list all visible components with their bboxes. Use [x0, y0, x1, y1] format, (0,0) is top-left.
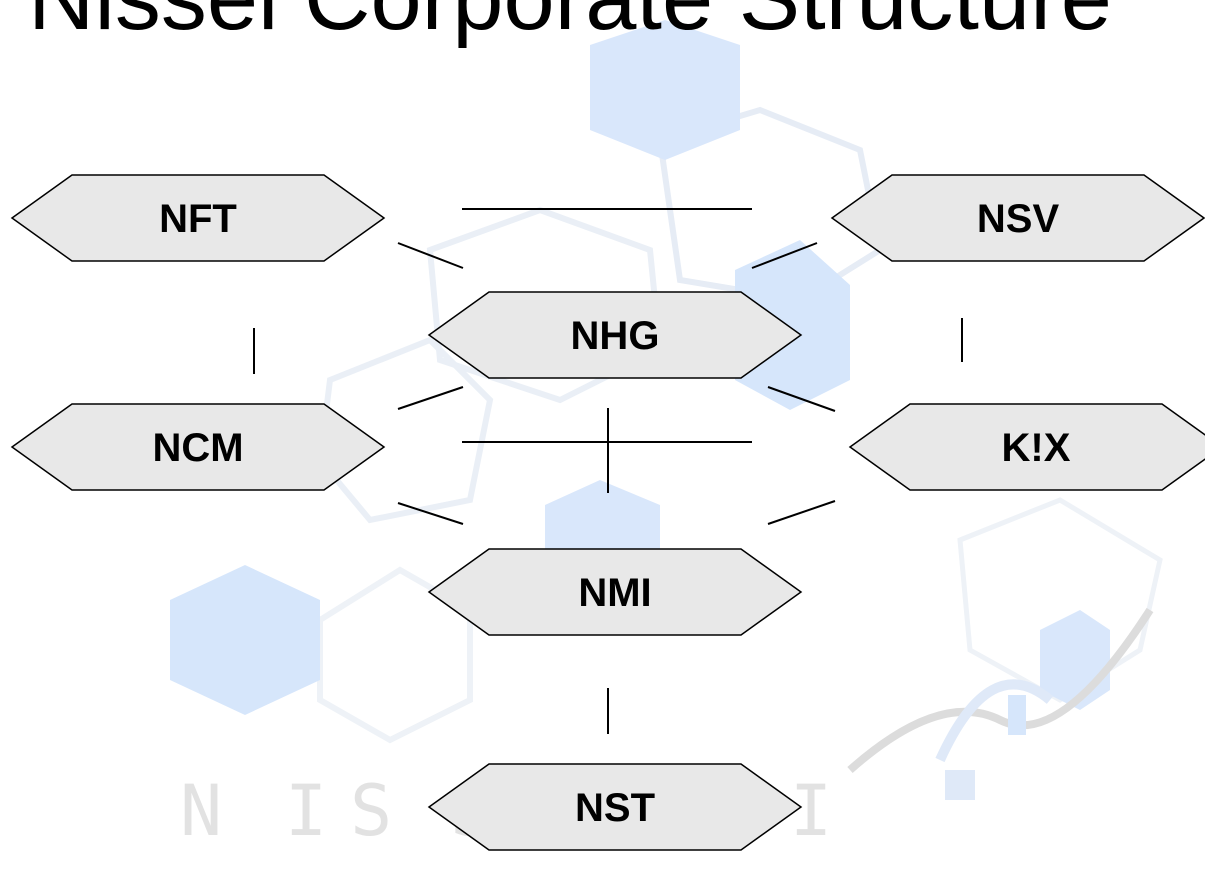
watermark-letter: I	[285, 770, 327, 852]
node-nhg: NHG	[427, 291, 803, 379]
watermark-accent	[945, 770, 975, 800]
node-label-kix: K!X	[1002, 426, 1071, 470]
node-nsv: NSV	[830, 174, 1205, 262]
watermark-letter: I	[790, 770, 832, 852]
connector-nhg-kix	[767, 386, 836, 412]
watermark-letter: S	[350, 770, 392, 852]
node-nft: NFT	[10, 174, 386, 262]
node-shape-nft	[10, 174, 386, 262]
node-label-nhg: NHG	[571, 314, 660, 358]
watermark-swash	[935, 679, 1054, 763]
node-shape-nsv	[830, 174, 1205, 262]
watermark-accent	[1008, 695, 1026, 735]
connector-nhg-ncm	[397, 386, 464, 410]
node-label-ncm: NCM	[152, 426, 243, 470]
connector-lines	[253, 208, 963, 734]
node-kix: K!X	[848, 403, 1205, 491]
watermark-letter: N	[180, 770, 222, 852]
connector-nsv-nhg	[751, 242, 818, 269]
node-shape-nmi	[427, 548, 803, 636]
connector-kix-nmi	[767, 500, 836, 525]
slide-title: Nissei Corporate Structure	[28, 0, 1112, 44]
watermark-hexagon-outline	[957, 497, 1163, 703]
node-label-nsv: NSV	[977, 197, 1060, 241]
connector-ncm-nmi	[397, 502, 464, 525]
watermark-swash	[847, 607, 1154, 773]
watermark-hexagon	[170, 565, 320, 715]
node-label-nft: NFT	[159, 197, 237, 241]
node-shape-kix	[848, 403, 1205, 491]
node-nmi: NMI	[427, 548, 803, 636]
node-shape-ncm	[10, 403, 386, 491]
watermark-hexagon	[590, 20, 740, 160]
node-shape-nst	[427, 763, 803, 851]
node-label-nst: NST	[575, 786, 655, 830]
node-layer: NFT NSV NHG NCM K!X NMI NST	[10, 174, 1205, 851]
connector-nft-nhg	[397, 242, 464, 269]
node-nst: NST	[427, 763, 803, 851]
node-ncm: NCM	[10, 403, 386, 491]
watermark-hexagon-outline	[317, 566, 473, 744]
node-label-nmi: NMI	[578, 571, 651, 615]
node-shape-nhg	[427, 291, 803, 379]
watermark-hexagon	[735, 240, 850, 410]
